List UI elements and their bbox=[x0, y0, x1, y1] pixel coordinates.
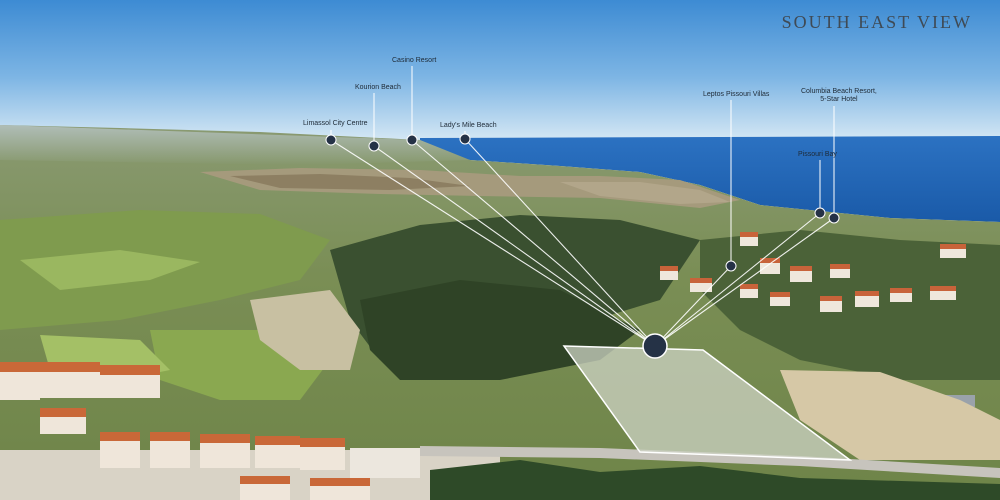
marker-casino bbox=[406, 134, 418, 146]
marker-limassol bbox=[325, 134, 337, 146]
village-left bbox=[0, 362, 500, 500]
view-title: SOUTH EAST VIEW bbox=[781, 12, 972, 32]
marker-ladys-mile bbox=[459, 133, 471, 145]
sight-lines bbox=[330, 138, 835, 347]
plot-viewpoint-marker bbox=[642, 333, 668, 359]
marker-columbia bbox=[828, 212, 840, 224]
marker-pissouri-bay bbox=[814, 207, 826, 219]
marker-kourion bbox=[368, 140, 380, 152]
label-columbia-line2: 5-Star Hotel bbox=[820, 96, 858, 103]
road bbox=[420, 446, 1000, 478]
marker-leptos bbox=[725, 260, 737, 272]
label-ladys-mile: Lady's Mile Beach bbox=[440, 122, 497, 129]
label-columbia-line1: Columbia Beach Resort, bbox=[801, 88, 877, 95]
sea bbox=[420, 136, 1000, 222]
label-columbia: Columbia Beach Resort, 5-Star Hotel bbox=[801, 88, 877, 104]
label-pissouri-bay: Pissouri Bay bbox=[798, 151, 837, 158]
poi-markers bbox=[325, 133, 840, 272]
label-leptos: Leptos Pissouri Villas bbox=[703, 91, 770, 98]
label-kourion: Kourion Beach bbox=[355, 84, 401, 91]
label-casino: Casino Resort bbox=[392, 57, 437, 64]
sky bbox=[0, 0, 1000, 140]
label-limassol: Limassol City Centre bbox=[303, 120, 368, 127]
